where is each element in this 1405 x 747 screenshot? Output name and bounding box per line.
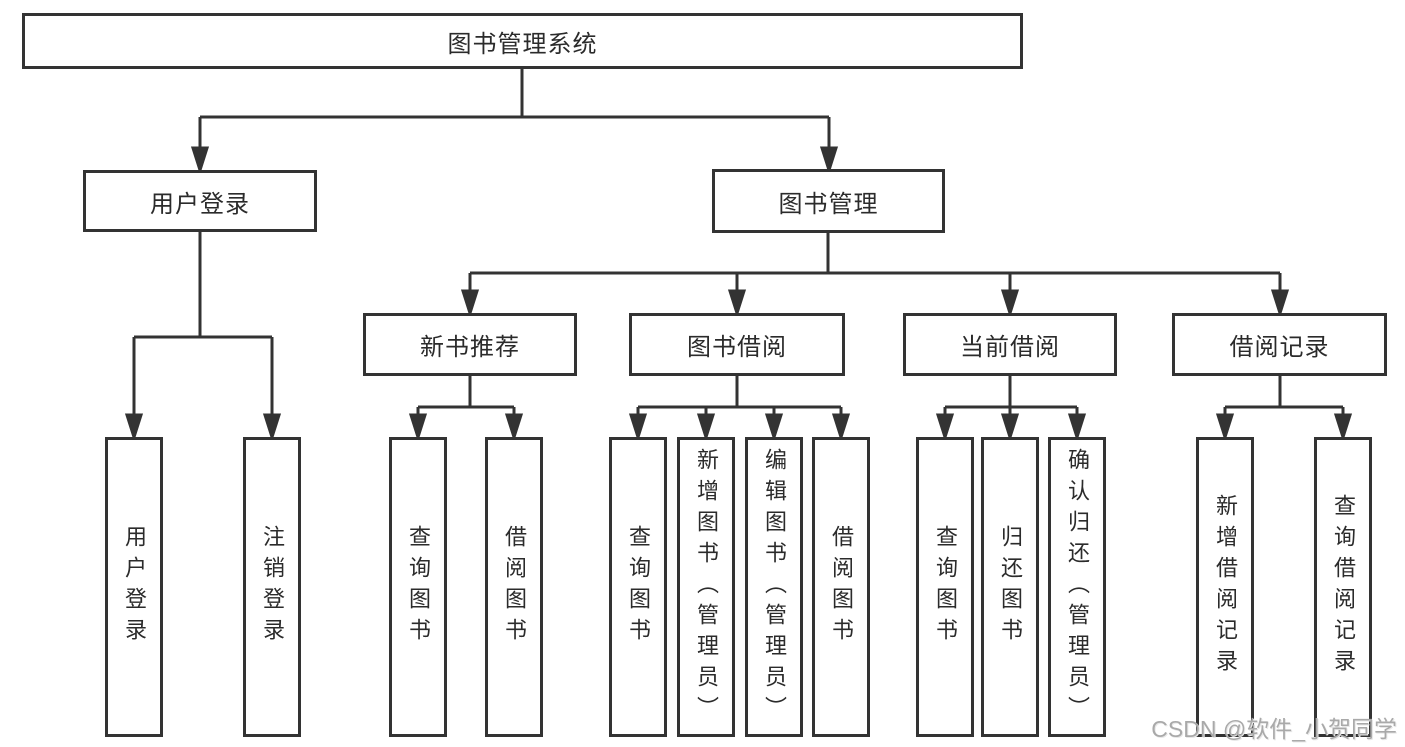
connector-borrowrecords-to-leaves	[1215, 376, 1353, 442]
node-label: 查询图书	[406, 525, 431, 649]
connector-bookmgmt-to-level3	[460, 233, 1290, 318]
node-leaf-edit-books-admin: 编辑图书（管理员）	[745, 437, 803, 737]
node-label: 用户登录	[150, 190, 250, 218]
node-label: 图书借阅	[687, 334, 787, 361]
node-leaf-return-books: 归还图书	[981, 437, 1039, 737]
node-leaf-query-books-1: 查询图书	[389, 437, 447, 737]
node-new-book-recommend: 新书推荐	[363, 313, 577, 376]
node-leaf-add-borrow-record: 新增借阅记录	[1196, 437, 1254, 737]
node-label: 注销登录	[260, 525, 285, 649]
node-label: 归还图书	[998, 525, 1023, 649]
node-root-system: 图书管理系统	[22, 13, 1023, 69]
connector-bookborrow-to-leaves	[628, 376, 851, 442]
node-label: 当前借阅	[960, 334, 1060, 361]
node-leaf-borrow-books-2: 借阅图书	[812, 437, 870, 737]
connector-userlogin-to-leaves	[124, 232, 282, 442]
node-label: 查询图书	[626, 525, 651, 649]
node-label: 编辑图书（管理员）	[762, 447, 787, 727]
node-leaf-add-books-admin: 新增图书（管理员）	[677, 437, 735, 737]
node-label: 图书管理	[778, 190, 879, 218]
node-label: 确认归还（管理员）	[1065, 447, 1090, 727]
connector-root-to-level2	[190, 69, 839, 175]
node-leaf-confirm-return-admin: 确认归还（管理员）	[1048, 437, 1106, 737]
node-label: 借阅图书	[502, 525, 527, 649]
node-current-borrow: 当前借阅	[903, 313, 1117, 376]
node-leaf-logout: 注销登录	[243, 437, 301, 737]
node-leaf-query-books-2: 查询图书	[609, 437, 667, 737]
node-leaf-user-login: 用户登录	[105, 437, 163, 737]
node-label: 新增图书（管理员）	[694, 447, 719, 727]
node-label: 用户登录	[122, 525, 147, 649]
node-user-login: 用户登录	[83, 170, 317, 232]
node-label: 新增借阅记录	[1213, 494, 1238, 680]
node-leaf-query-books-3: 查询图书	[916, 437, 974, 737]
node-label: 借阅记录	[1229, 334, 1330, 361]
csdn-watermark: CSDN @软件_小贺同学	[1151, 716, 1397, 742]
node-label: 查询借阅记录	[1331, 494, 1356, 680]
node-label: 借阅图书	[829, 525, 854, 649]
node-label: 新书推荐	[420, 334, 520, 361]
connector-newbooks-to-leaves	[408, 376, 524, 442]
node-borrow-records: 借阅记录	[1172, 313, 1387, 376]
node-book-management: 图书管理	[712, 169, 945, 233]
node-leaf-query-borrow-record: 查询借阅记录	[1314, 437, 1372, 737]
node-leaf-borrow-books-1: 借阅图书	[485, 437, 543, 737]
connector-currentborrow-to-leaves	[935, 376, 1087, 442]
node-book-borrow: 图书借阅	[629, 313, 845, 376]
node-label: 查询图书	[933, 525, 958, 649]
node-label: 图书管理系统	[447, 30, 598, 58]
